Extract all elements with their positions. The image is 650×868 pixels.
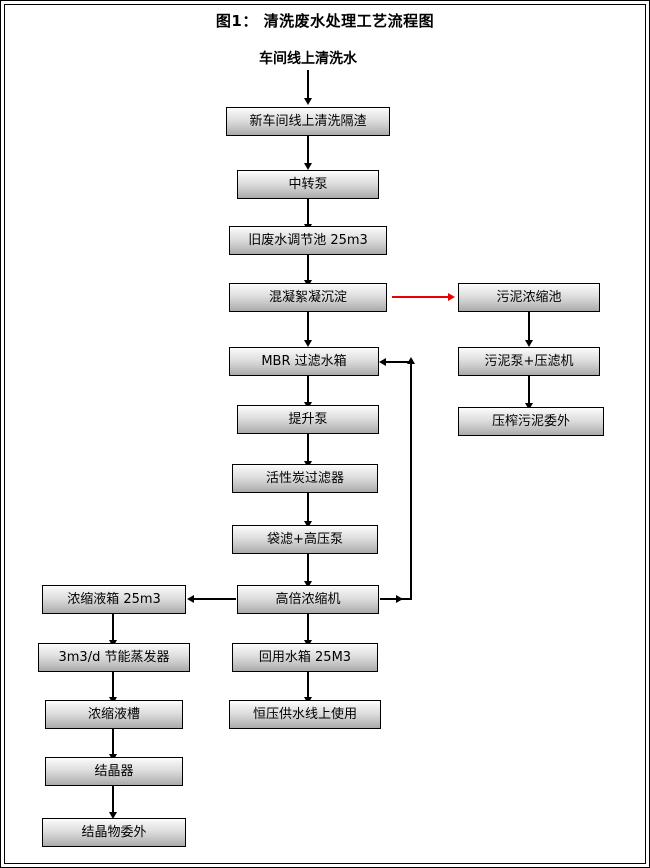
- node-n10[interactable]: 回用水箱 25M3: [232, 643, 378, 672]
- node-n3[interactable]: 旧废水调节池 25m3: [229, 226, 387, 255]
- arrowhead-n4-to-s1: [448, 293, 455, 301]
- arrowhead-s2-to-s3: [525, 403, 533, 410]
- connector-n9-to-n10: [307, 614, 309, 642]
- node-n4[interactable]: 混凝絮凝沉淀: [229, 283, 387, 312]
- node-n1[interactable]: 新车间线上清洗隔渣: [226, 107, 390, 136]
- connector-n10-to-n11: [307, 672, 309, 699]
- node-n5[interactable]: MBR 过滤水箱: [229, 347, 379, 376]
- connector-recycle-vertical: [410, 363, 412, 599]
- connector-n4-to-s1: [392, 296, 450, 298]
- node-s2[interactable]: 污泥泵+压滤机: [458, 347, 600, 376]
- node-source-label: 车间线上清洗水: [259, 51, 357, 67]
- connector-n4-to-n5: [307, 312, 309, 342]
- node-n2[interactable]: 中转泵: [237, 170, 379, 199]
- arrowhead-n9-to-c1: [187, 595, 194, 603]
- node-n7[interactable]: 活性炭过滤器: [232, 464, 378, 493]
- page-frame-inner: [4, 4, 646, 864]
- connector-n5-to-n6: [307, 376, 309, 404]
- arrowhead-source-to-n1: [304, 98, 312, 105]
- connector-recycle-into-n5: [386, 361, 411, 363]
- arrowhead-s1-to-s2: [525, 340, 533, 347]
- arrowhead-recycle-corner: [396, 595, 403, 603]
- node-c2[interactable]: 3m3/d 节能蒸发器: [38, 643, 190, 672]
- node-c1[interactable]: 浓缩液箱 25m3: [42, 585, 186, 614]
- connector-s2-to-s3: [528, 376, 530, 405]
- node-n9[interactable]: 高倍浓缩机: [237, 585, 379, 614]
- node-s3[interactable]: 压榨污泥委外: [458, 407, 604, 436]
- arrowhead-n1-to-n2: [304, 163, 312, 170]
- connector-c4-to-c5: [112, 786, 114, 814]
- node-c4[interactable]: 结晶器: [45, 757, 183, 786]
- connector-n2-to-n3: [307, 199, 309, 226]
- node-n6[interactable]: 提升泵: [237, 405, 379, 434]
- connector-n6-to-n7: [307, 434, 309, 463]
- arrowhead-recycle-top: [407, 357, 415, 364]
- node-c5[interactable]: 结晶物委外: [42, 818, 186, 847]
- node-s1[interactable]: 污泥浓缩池: [458, 283, 600, 312]
- node-n11[interactable]: 恒压供水线上使用: [229, 700, 381, 729]
- connector-n9-to-c1: [194, 598, 236, 600]
- connector-n1-to-n2: [307, 136, 309, 165]
- arrowhead-n7-to-n8: [304, 521, 312, 528]
- connector-n3-to-n4: [307, 255, 309, 282]
- connector-n7-to-n8: [307, 493, 309, 522]
- arrowhead-n8-to-n9: [304, 581, 312, 588]
- page-title: 图1： 清洗废水处理工艺流程图: [215, 12, 435, 30]
- connector-c2-to-c3: [112, 672, 114, 699]
- connector-n8-to-n9: [307, 554, 309, 583]
- arrowhead-recycle-into-n5: [379, 358, 386, 366]
- arrowhead-c4-to-c5: [109, 812, 117, 819]
- connector-c1-to-c2: [112, 614, 114, 642]
- connector-c3-to-c4: [112, 729, 114, 756]
- arrowhead-n4-to-n5: [304, 340, 312, 347]
- connector-source-to-n1: [307, 70, 309, 100]
- node-n8[interactable]: 袋滤+高压泵: [232, 525, 378, 554]
- node-c3[interactable]: 浓缩液槽: [45, 700, 183, 729]
- connector-s1-to-s2: [528, 312, 530, 342]
